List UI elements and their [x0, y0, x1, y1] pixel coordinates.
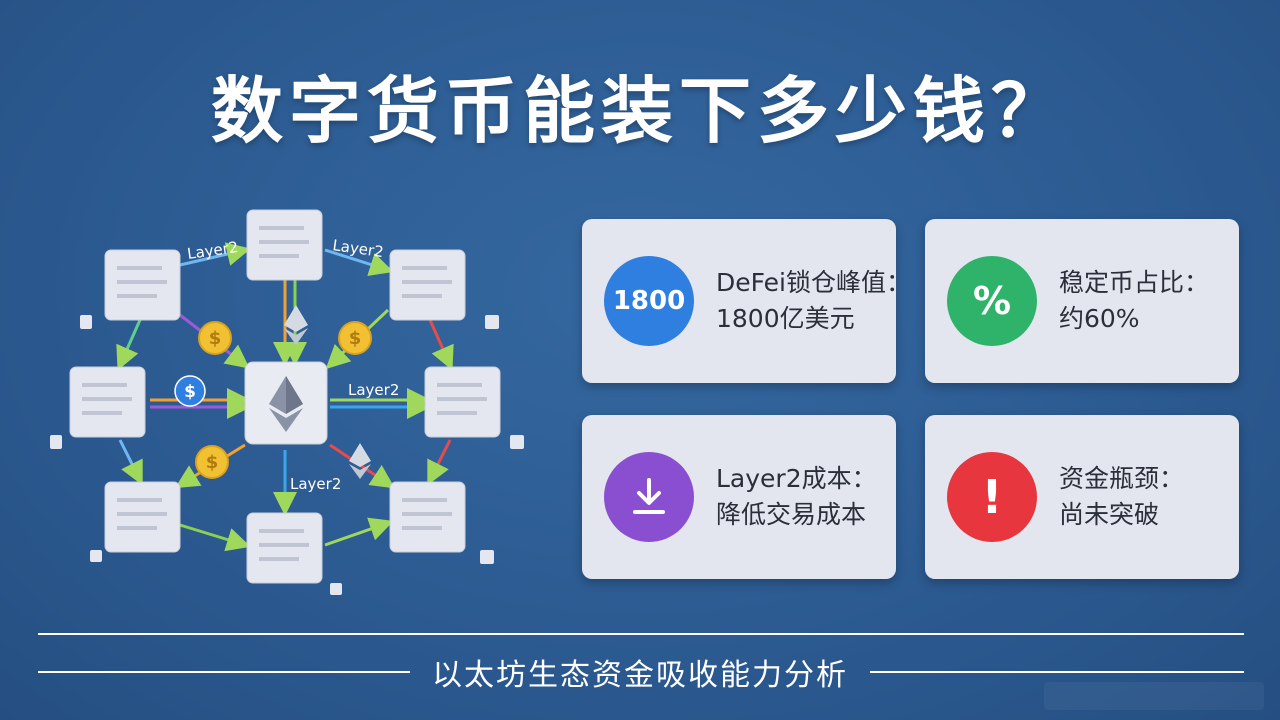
ethereum-icon	[269, 376, 303, 432]
coin-icon: $	[198, 321, 232, 355]
network-node	[389, 249, 466, 321]
network-edges	[116, 242, 454, 552]
card-label: 资金瓶颈：	[1059, 464, 1185, 493]
card-label: 稳定币占比：	[1059, 268, 1210, 297]
watermark	[1044, 682, 1264, 710]
network-node	[246, 512, 323, 584]
divider-left	[38, 671, 410, 673]
info-card-stablecoin: % 稳定币占比： 约60%	[925, 219, 1239, 383]
card-label: DeFei锁仓峰值：	[716, 268, 911, 297]
network-diagram: $ $ $ $ Layer2 Layer2 Layer2 Layer2	[50, 209, 524, 595]
defi-badge: 1800	[604, 256, 694, 346]
exclamation-icon: !	[947, 452, 1037, 542]
network-node	[424, 366, 501, 438]
coin-icon: $	[338, 321, 372, 355]
edge-label: Layer2	[290, 475, 341, 493]
divider-top	[38, 633, 1244, 635]
card-label: Layer2成本：	[716, 464, 877, 493]
footer-subtitle: 以太坊生态资金吸收能力分析	[432, 658, 848, 693]
svg-text:$: $	[209, 328, 222, 349]
network-node	[389, 481, 466, 553]
card-value: 约60%	[1059, 304, 1140, 333]
info-card-bottleneck: ! 资金瓶颈： 尚未突破	[925, 415, 1239, 579]
percent-icon: %	[947, 256, 1037, 346]
divider-right	[870, 671, 1244, 673]
card-value: 1800亿美元	[716, 304, 855, 333]
edge-label: Layer2	[331, 236, 384, 261]
network-node	[104, 481, 181, 553]
card-value: 降低交易成本	[716, 500, 867, 529]
svg-text:$: $	[349, 328, 362, 349]
network-node	[69, 366, 146, 438]
info-card-layer2: Layer2成本： 降低交易成本	[582, 415, 896, 579]
svg-text:$: $	[184, 382, 196, 402]
info-card-defi: 1800 DeFei锁仓峰值： 1800亿美元	[582, 219, 911, 383]
coin-icon: $	[195, 445, 229, 479]
network-node	[246, 209, 323, 281]
edge-label: Layer2	[186, 238, 239, 263]
network-node	[104, 249, 181, 321]
network-nodes	[69, 209, 501, 584]
download-icon	[604, 452, 694, 542]
page-title: 数字货币能装下多少钱？	[210, 69, 1069, 153]
ethereum-icon	[284, 305, 308, 345]
card-value: 尚未突破	[1059, 500, 1160, 529]
edge-label: Layer2	[348, 381, 399, 399]
ethereum-icon	[349, 443, 371, 479]
mini-chart-icon	[50, 315, 524, 595]
dollar-icon: $	[174, 375, 206, 407]
svg-text:$: $	[206, 452, 219, 473]
ethereum-hub	[244, 361, 328, 445]
